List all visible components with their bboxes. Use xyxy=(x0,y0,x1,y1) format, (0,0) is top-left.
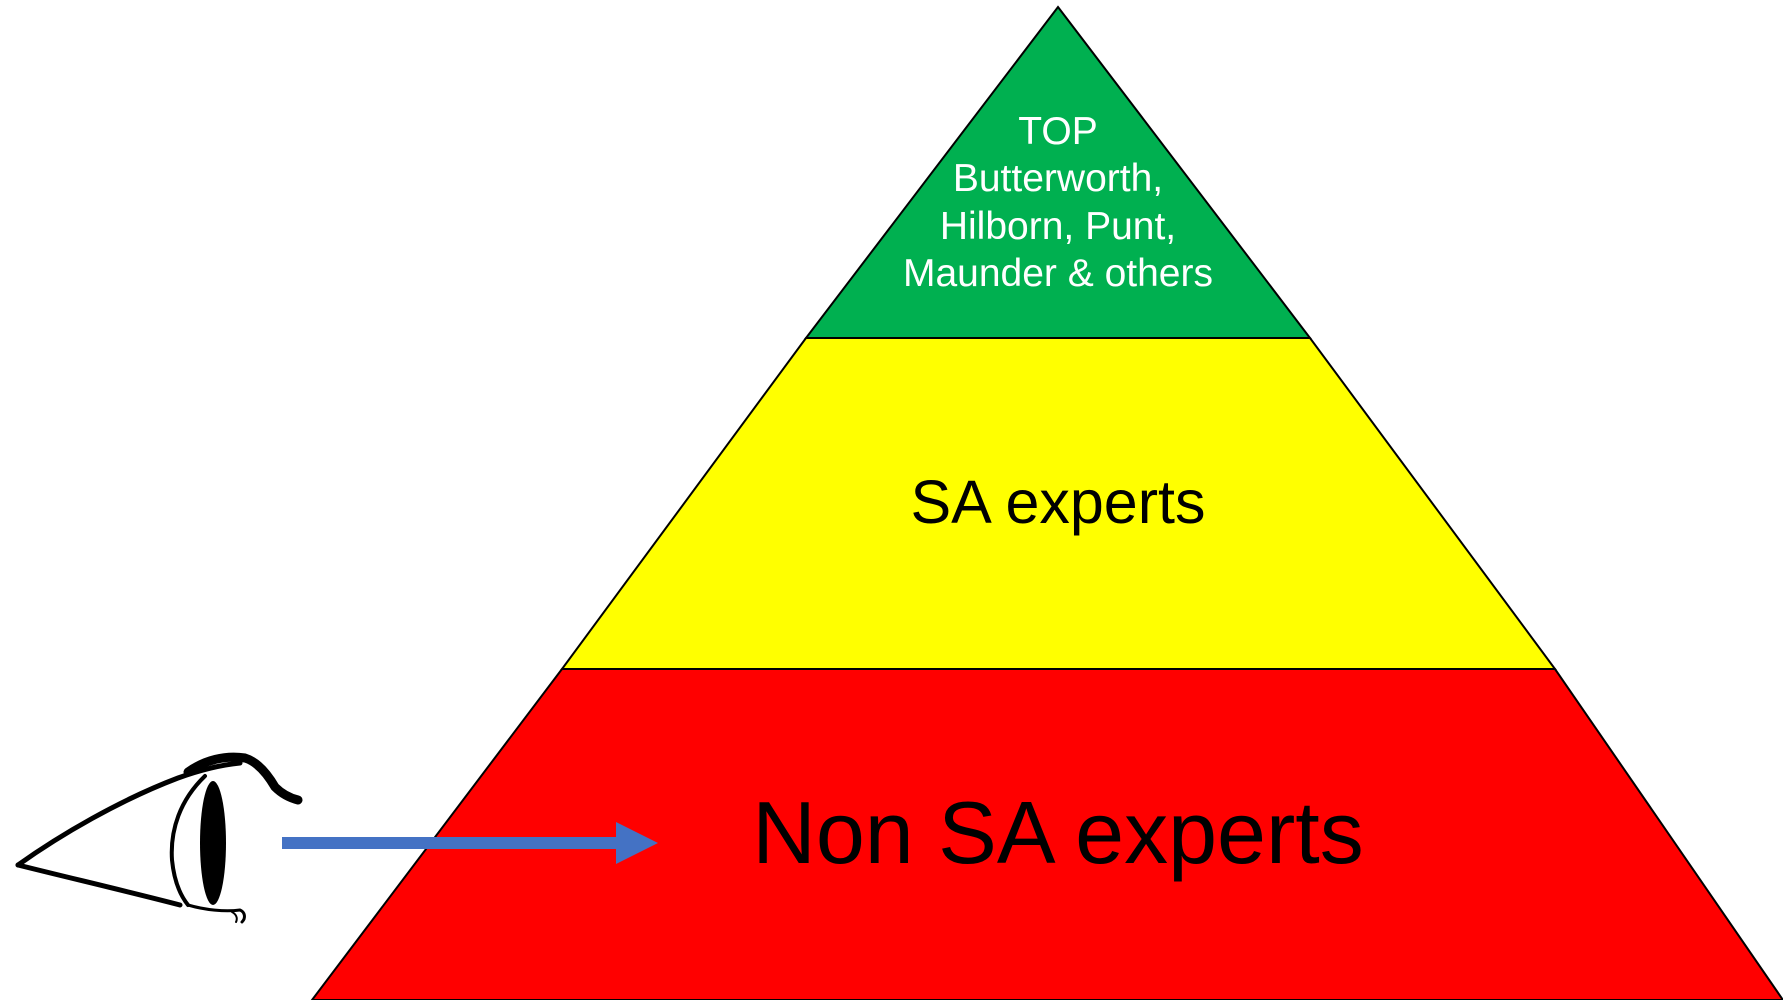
tier-top-label-line-3: Hilborn, Punt, xyxy=(940,205,1176,248)
pyramid-tier-bottom: Non SA experts xyxy=(310,668,1783,1000)
tier-middle-label: SA experts xyxy=(911,468,1206,536)
view-arrow xyxy=(282,822,658,864)
tier-top-label-line-2: Butterworth, xyxy=(953,157,1163,200)
eye-icon xyxy=(15,752,303,924)
tier-top-label-line-4: Maunder & others xyxy=(903,252,1213,295)
tier-bottom-label: Non SA experts xyxy=(752,783,1363,882)
pyramid-tier-middle: SA experts xyxy=(560,337,1557,670)
tier-top-label-line-1: TOP xyxy=(1018,110,1097,153)
tier-bottom-shape xyxy=(310,668,1783,1000)
pyramid-tier-top: TOP Butterworth, Hilborn, Punt, Maunder … xyxy=(803,5,1313,339)
